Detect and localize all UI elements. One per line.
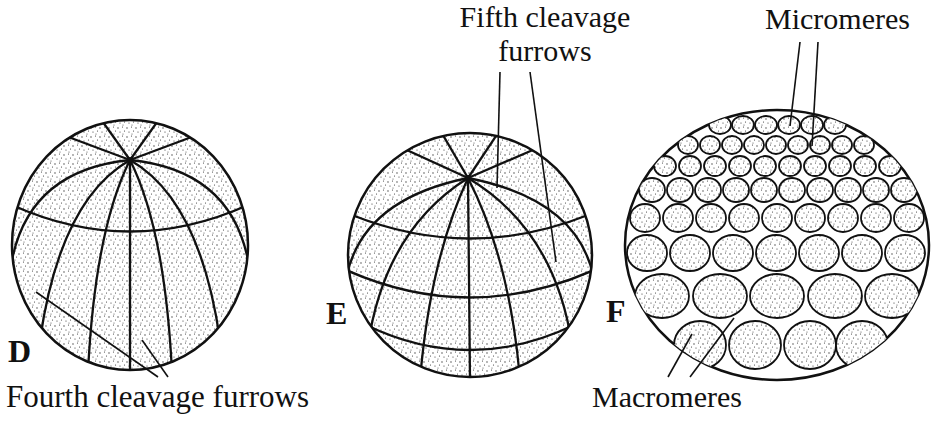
embryo-f <box>625 110 929 380</box>
embryo-e <box>346 130 594 380</box>
embryo-d <box>12 118 248 372</box>
structure-label: Macromeres <box>592 380 742 414</box>
stage-letter: F <box>606 294 626 330</box>
structure-label: Fifth cleavage furrows <box>425 0 665 67</box>
leader-lines <box>36 42 818 377</box>
stage-letter: D <box>8 334 31 370</box>
structure-label: Micromeres <box>765 2 910 36</box>
stage-letter: E <box>326 296 347 332</box>
structure-label: Fourth cleavage furrows <box>6 380 309 415</box>
